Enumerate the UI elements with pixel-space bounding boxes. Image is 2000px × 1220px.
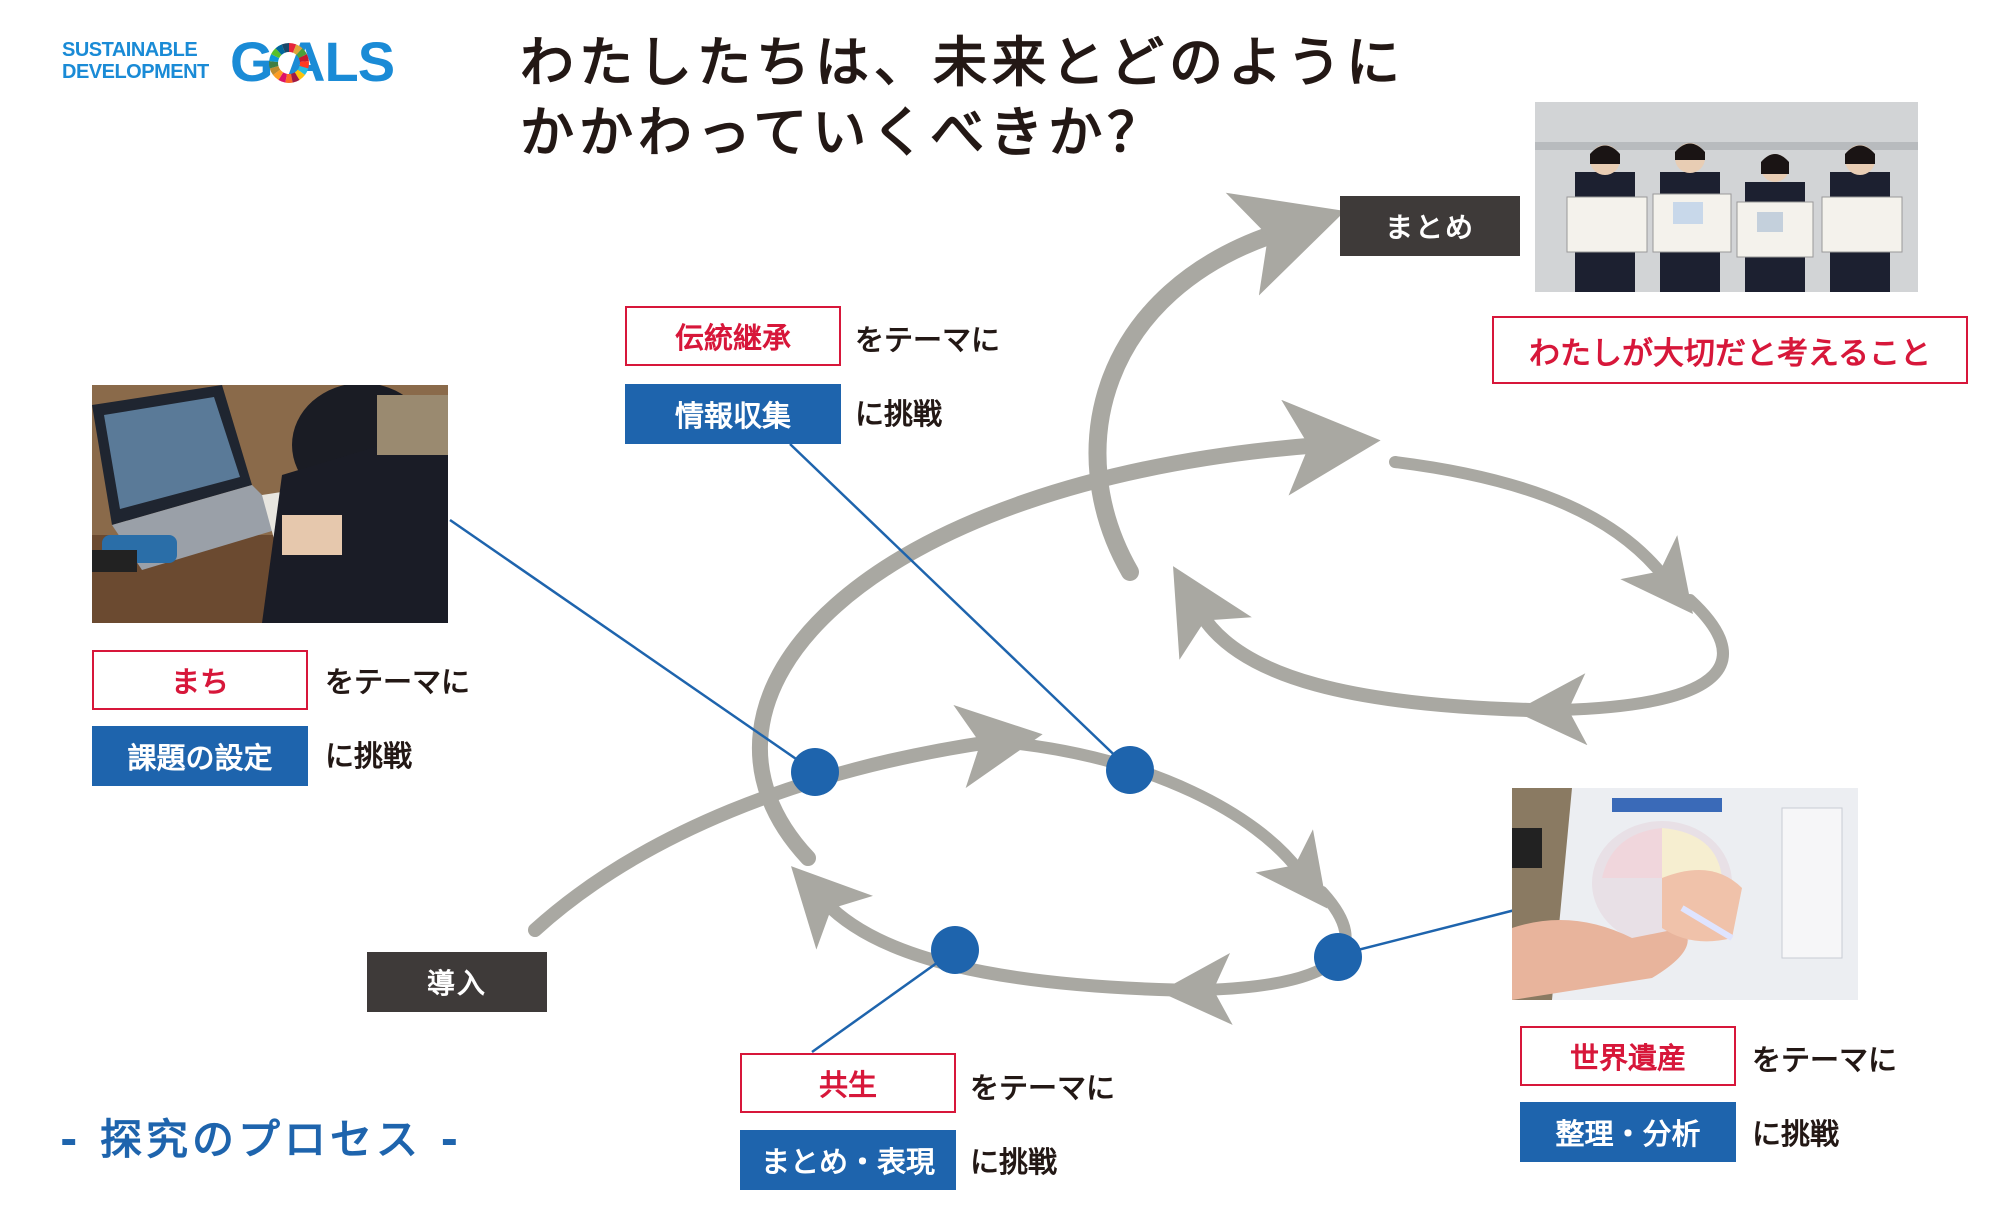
node-dentou [1106,746,1154,794]
arrow-intro-entry [528,704,1043,937]
arrow-middle-right-down [1514,594,1729,746]
sdg-wheel-segment [299,61,309,69]
sdg-wheel-segment [269,61,279,69]
sdg-wheel-segment [294,69,305,81]
challenge-box-matome: まとめ・表現 [740,1130,956,1190]
sdg-wheel-segment [269,66,281,76]
challenge-box-kadai: 課題の設定 [92,726,308,786]
sdg-logo-goals: G ALS [230,30,395,93]
sdg-wheel-segment [289,43,297,53]
node-sekai [1314,933,1362,981]
theme-box-kyousei: 共生 [740,1053,956,1113]
sdg-logo-line2: DEVELOPMENT [62,61,209,83]
arrow-final-ascent [1088,192,1346,581]
page-title-line2: かかわっていくべきか？ [520,101,1167,164]
node-kyousei [931,926,979,974]
sdg-wheel-segment [297,66,309,76]
connector-machi [449,518,816,774]
challenge-box-seiri: 整理・分析 [1520,1102,1736,1162]
sdg-wheel-segment [278,72,287,83]
theme-box-machi: まち [92,650,308,710]
sdg-wheel-segment [285,73,293,83]
photo-classroom-laptop [92,385,448,623]
sdg-wheel-segment [273,69,284,81]
page-title-line1: わたしたちは、未来とどのように [520,31,1405,94]
arrow-middle-top-right [1389,456,1693,615]
process-label: - 探究のプロセス - [60,1115,463,1164]
theme-suffix-sekai: をテーマに [1752,1043,1898,1077]
sdg-wheel-segment [298,54,309,62]
theme-box-sekai: 世界遺産 [1520,1026,1736,1086]
sdg-wheel-segment [271,48,282,59]
theme-box-dentou: 伝統継承 [625,306,841,366]
stage-intro: 導入 [367,952,547,1012]
page-title: わたしたちは、未来とどのように かかわっていくべきか？ [520,28,1520,168]
sdg-wheel-segment [275,44,286,55]
photo-worksheet-hand [1512,788,1858,1000]
arrow-middle-rise [751,399,1381,866]
sdg-wheel-segment [269,54,280,62]
conclusion-box: わたしが大切だと考えること [1492,316,1968,384]
challenge-suffix-matome: に挑戦 [970,1145,1058,1179]
challenge-suffix-kadai: に挑戦 [325,739,413,773]
connector-sekai [1337,908,1516,957]
sdg-wheel-icon [269,43,309,83]
sdg-logo-line1: SUSTAINABLE [62,39,198,61]
connector-kyousei [811,948,956,1054]
sdg-wheel-segment [291,72,300,83]
arrow-lower-bottom-left [790,866,1182,997]
stage-summary: まとめ [1340,196,1520,256]
arrow-middle-bottom-left [1172,566,1537,717]
sdg-wheel-segment [292,44,303,55]
challenge-suffix-seiri: に挑戦 [1752,1117,1840,1151]
challenge-suffix-jouhou: に挑戦 [855,397,943,431]
connector-dentou [789,443,1131,771]
arrow-lower-top-right [1014,738,1328,909]
sdg-wheel-segment [281,43,289,53]
photo-students-posters [1535,102,1918,292]
theme-suffix-machi: をテーマに [325,665,471,699]
theme-suffix-dentou: をテーマに [855,323,1001,357]
sdg-wheel-segment [296,48,307,59]
node-machi [791,748,839,796]
challenge-box-jouhou: 情報収集 [625,384,841,444]
theme-suffix-kyousei: をテーマに [970,1071,1116,1105]
